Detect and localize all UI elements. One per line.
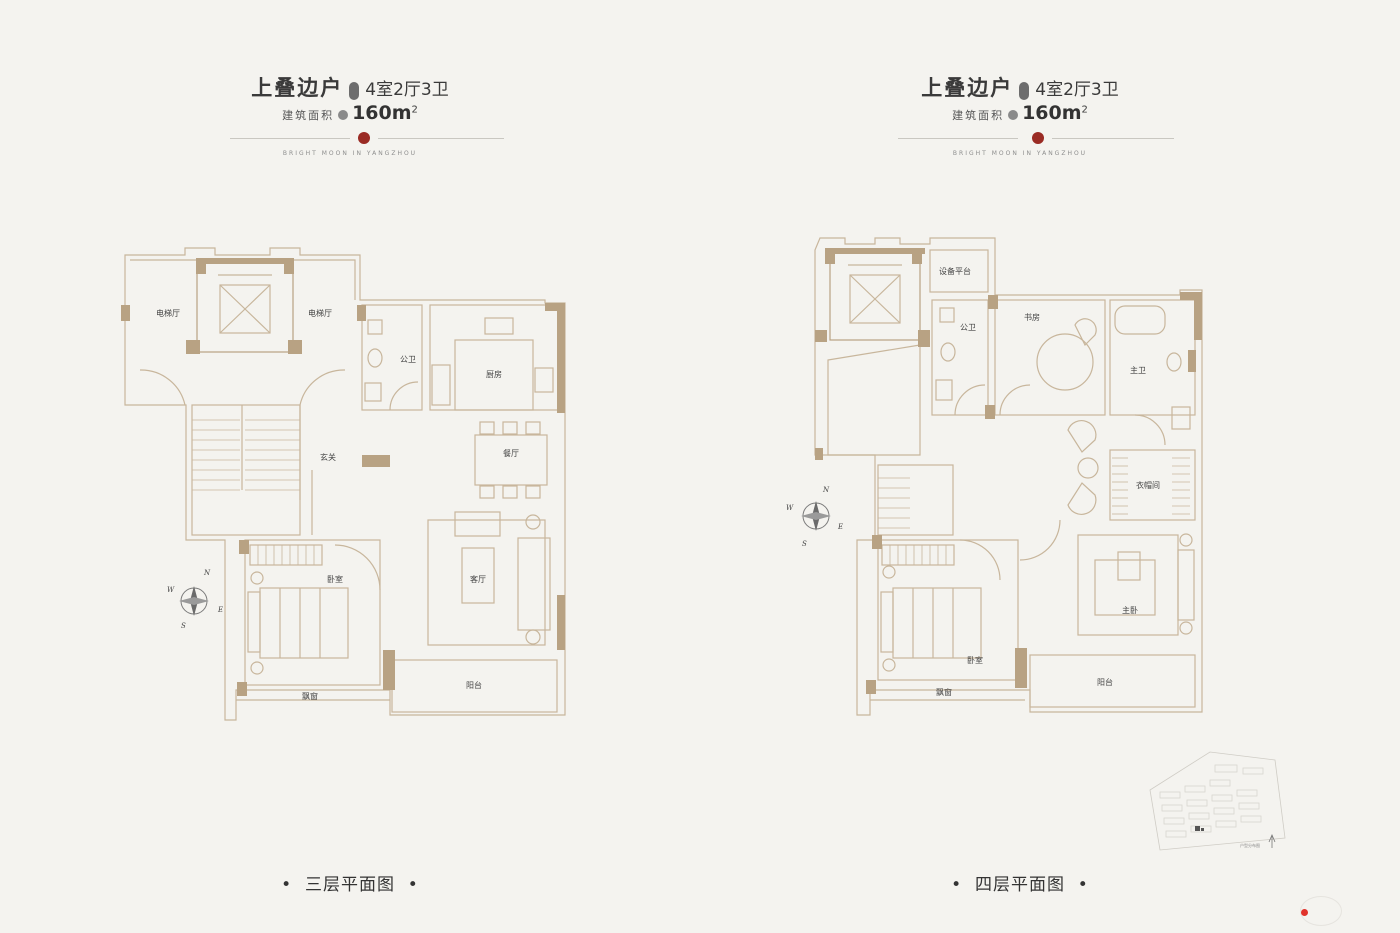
left-label-bay-window: 飘窗 [302,691,318,701]
left-compass-e: E [217,606,223,614]
right-label-master-bedroom: 主卧 [1122,605,1138,615]
right-area-label: 建筑面积 [952,109,1005,122]
right-panel: 上叠边户 4室2厅3卫 建筑面积 160m2 BRIGHT MOON IN YANG… [670,0,1370,933]
right-rule-b [1052,138,1174,139]
left-caption: • 三层平面图 • [281,875,419,895]
right-label-equipment: 设备平台 [939,266,971,276]
right-rule-a [898,138,1018,139]
left-area-dot [338,109,349,120]
left-caption-text: 三层平面图 [305,875,395,895]
left-area-value: 160m [352,102,412,124]
right-title-badge [1019,81,1030,100]
left-area-sup: 2 [411,104,418,116]
right-label-study: 书房 [1024,312,1040,322]
left-rule-b [378,138,504,139]
right-compass-n: N [822,486,830,494]
keymap-label: 户型分布图 [1240,842,1260,848]
left-label-foyer: 玄关 [320,452,336,462]
right-compass-w: W [786,504,794,512]
right-unit-title: 上叠边户 [921,76,1014,100]
left-wall-blocks [121,258,565,696]
left-label-kitchen: 厨房 [486,369,502,379]
right-area-dot [1008,109,1019,120]
left-title-badge [349,81,360,100]
left-label-dining: 餐厅 [503,449,519,458]
right-caption-text: 四层平面图 [975,875,1065,895]
left-label-bedroom: 卧室 [327,574,343,584]
left-area-row: 建筑面积 160m2 [0,102,700,124]
right-label-master-bath: 主卫 [1130,365,1146,375]
left-unit-title: 上叠边户 [251,76,344,100]
left-layout-text: 4室2厅3卫 [365,80,449,100]
right-area-sup: 2 [1081,104,1088,116]
left-panel: 上叠边户 4室2厅3卫 建筑面积 160m2 BRIGHT MOON IN YANG… [0,72,700,895]
right-label-bay-window: 飘窗 [936,687,952,697]
left-label-balcony: 阳台 [466,680,482,690]
left-title-row: 上叠边户 4室2厅3卫 [0,72,700,102]
right-label-bedroom: 卧室 [967,655,983,665]
brand-logo-icon [1300,896,1342,926]
left-compass-s: S [181,622,186,630]
left-seal-icon [358,132,370,144]
right-label-public-bath: 公卫 [960,323,976,332]
right-compass-s: S [802,540,807,548]
right-area-row: 建筑面积 160m2 [670,102,1370,124]
right-area-value: 160m [1022,102,1082,124]
right-compass-icon: N W E S [786,486,843,548]
left-label-public-bath: 公卫 [400,355,416,364]
right-seal-icon [1032,132,1044,144]
right-wall-blocks [815,248,1202,694]
right-label-balcony: 阳台 [1097,677,1113,687]
left-motto: BRIGHT MOON IN YANGZHOU [282,150,418,157]
left-label-living: 客厅 [470,574,486,584]
right-title-row: 上叠边户 4室2厅3卫 [670,72,1370,102]
left-compass-icon: N W E S [167,569,223,630]
right-floor-plan [814,237,1203,716]
right-compass-e: E [837,523,843,531]
left-floor-plan [124,247,566,721]
left-label-elevator-hall-a: 电梯厅 [156,308,180,318]
left-rule-a [230,138,350,139]
left-compass-n: N [203,569,211,577]
right-motto: BRIGHT MOON IN YANGZHOU [952,150,1088,157]
left-compass-w: W [167,586,175,594]
right-layout-text: 4室2厅3卫 [1035,80,1119,100]
left-area-label: 建筑面积 [282,109,335,122]
right-caption: • 四层平面图 • [951,875,1089,895]
brand-logo-dot [1301,909,1308,916]
right-label-closet: 衣帽间 [1136,480,1160,490]
left-label-elevator-hall-b: 电梯厅 [308,308,332,318]
site-keymap [1149,751,1286,851]
